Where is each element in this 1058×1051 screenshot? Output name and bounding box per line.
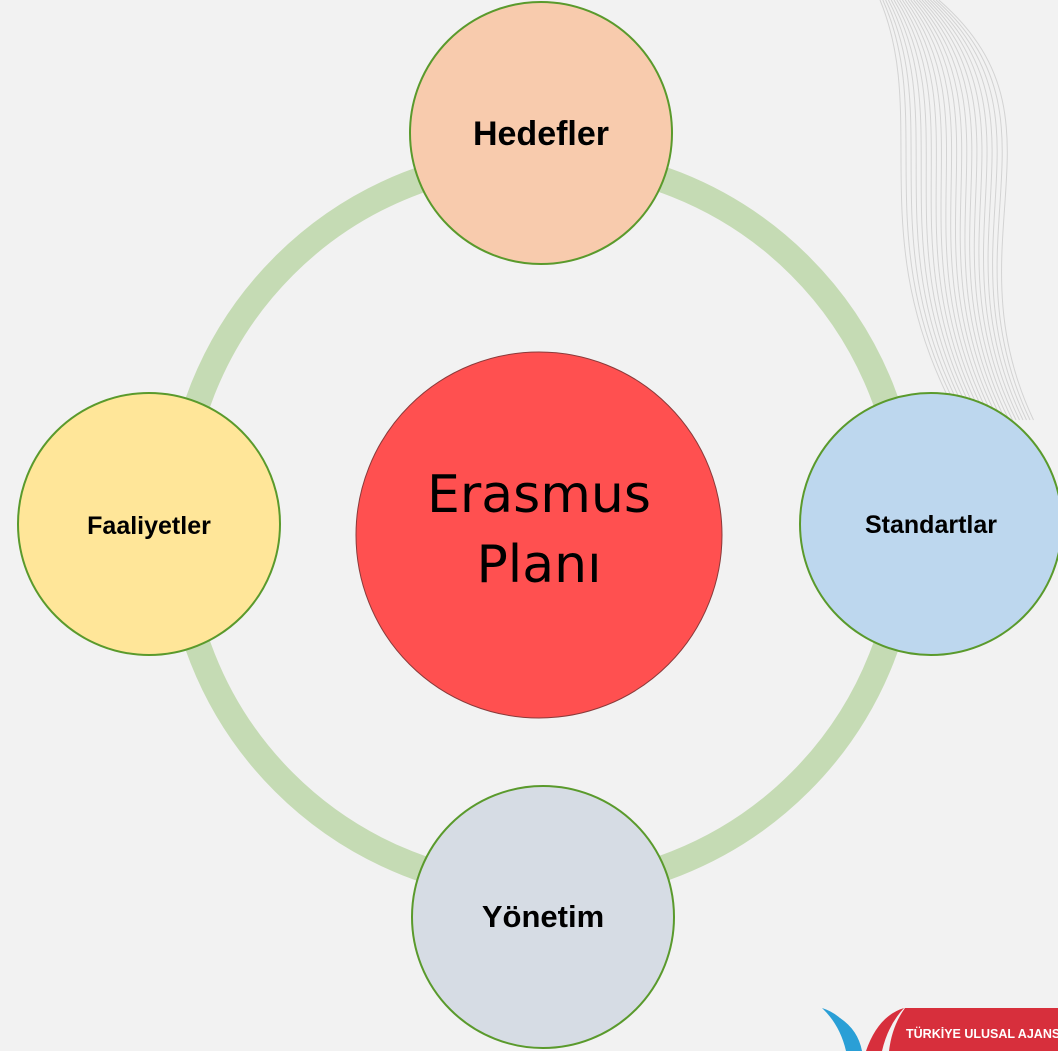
logo-text: TÜRKİYE ULUSAL AJANSI <box>906 1026 1058 1041</box>
node-faaliyetler-label: Faaliyetler <box>87 512 211 540</box>
turkiye-ulusal-ajansi-logo: TÜRKİYE ULUSAL AJANSI <box>822 1008 1058 1051</box>
node-hedefler-label: Hedefler <box>473 115 609 153</box>
node-standartlar: Standartlar <box>799 392 1058 656</box>
wave-line <box>935 0 1031 421</box>
node-yonetim: Yönetim <box>411 785 675 1049</box>
center-title-line1: Erasmus <box>427 465 651 525</box>
wave-line <box>907 0 996 421</box>
wave-line <box>910 0 999 421</box>
wave-line <box>899 0 985 421</box>
node-faaliyetler: Faaliyetler <box>17 392 281 656</box>
logo-swoosh-right-icon <box>866 1008 904 1051</box>
logo-swoosh-blue-icon <box>840 1018 862 1051</box>
node-standartlar-label: Standartlar <box>865 511 997 539</box>
node-hedefler-circle <box>409 1 673 265</box>
wave-line <box>879 0 961 421</box>
node-yonetim-circle <box>411 785 675 1049</box>
center-title-line2: Planı <box>476 535 601 595</box>
node-hedefler: Hedefler <box>409 1 673 265</box>
wave-line <box>887 0 971 421</box>
wave-line <box>932 0 1027 421</box>
wave-line <box>893 0 978 421</box>
wave-line <box>927 0 1020 421</box>
center-circle <box>355 351 723 719</box>
wave-line <box>918 0 1010 421</box>
wave-line <box>885 0 968 421</box>
wave-line <box>930 0 1024 421</box>
node-standartlar-circle <box>799 392 1058 656</box>
center-node: Erasmus Planı <box>355 351 723 719</box>
wave-line <box>921 0 1013 421</box>
wave-line <box>890 0 975 421</box>
wave-line <box>938 0 1034 421</box>
wave-line <box>916 0 1006 421</box>
wave-line <box>924 0 1017 421</box>
node-yonetim-label: Yönetim <box>482 899 604 934</box>
wave-line <box>882 0 964 421</box>
wave-line <box>913 0 1003 421</box>
decorative-wave-lines <box>879 0 1034 421</box>
node-faaliyetler-circle <box>17 392 281 656</box>
wave-line <box>896 0 982 421</box>
logo-banner <box>889 1008 1058 1051</box>
wave-line <box>904 0 992 421</box>
wave-line <box>901 0 989 421</box>
